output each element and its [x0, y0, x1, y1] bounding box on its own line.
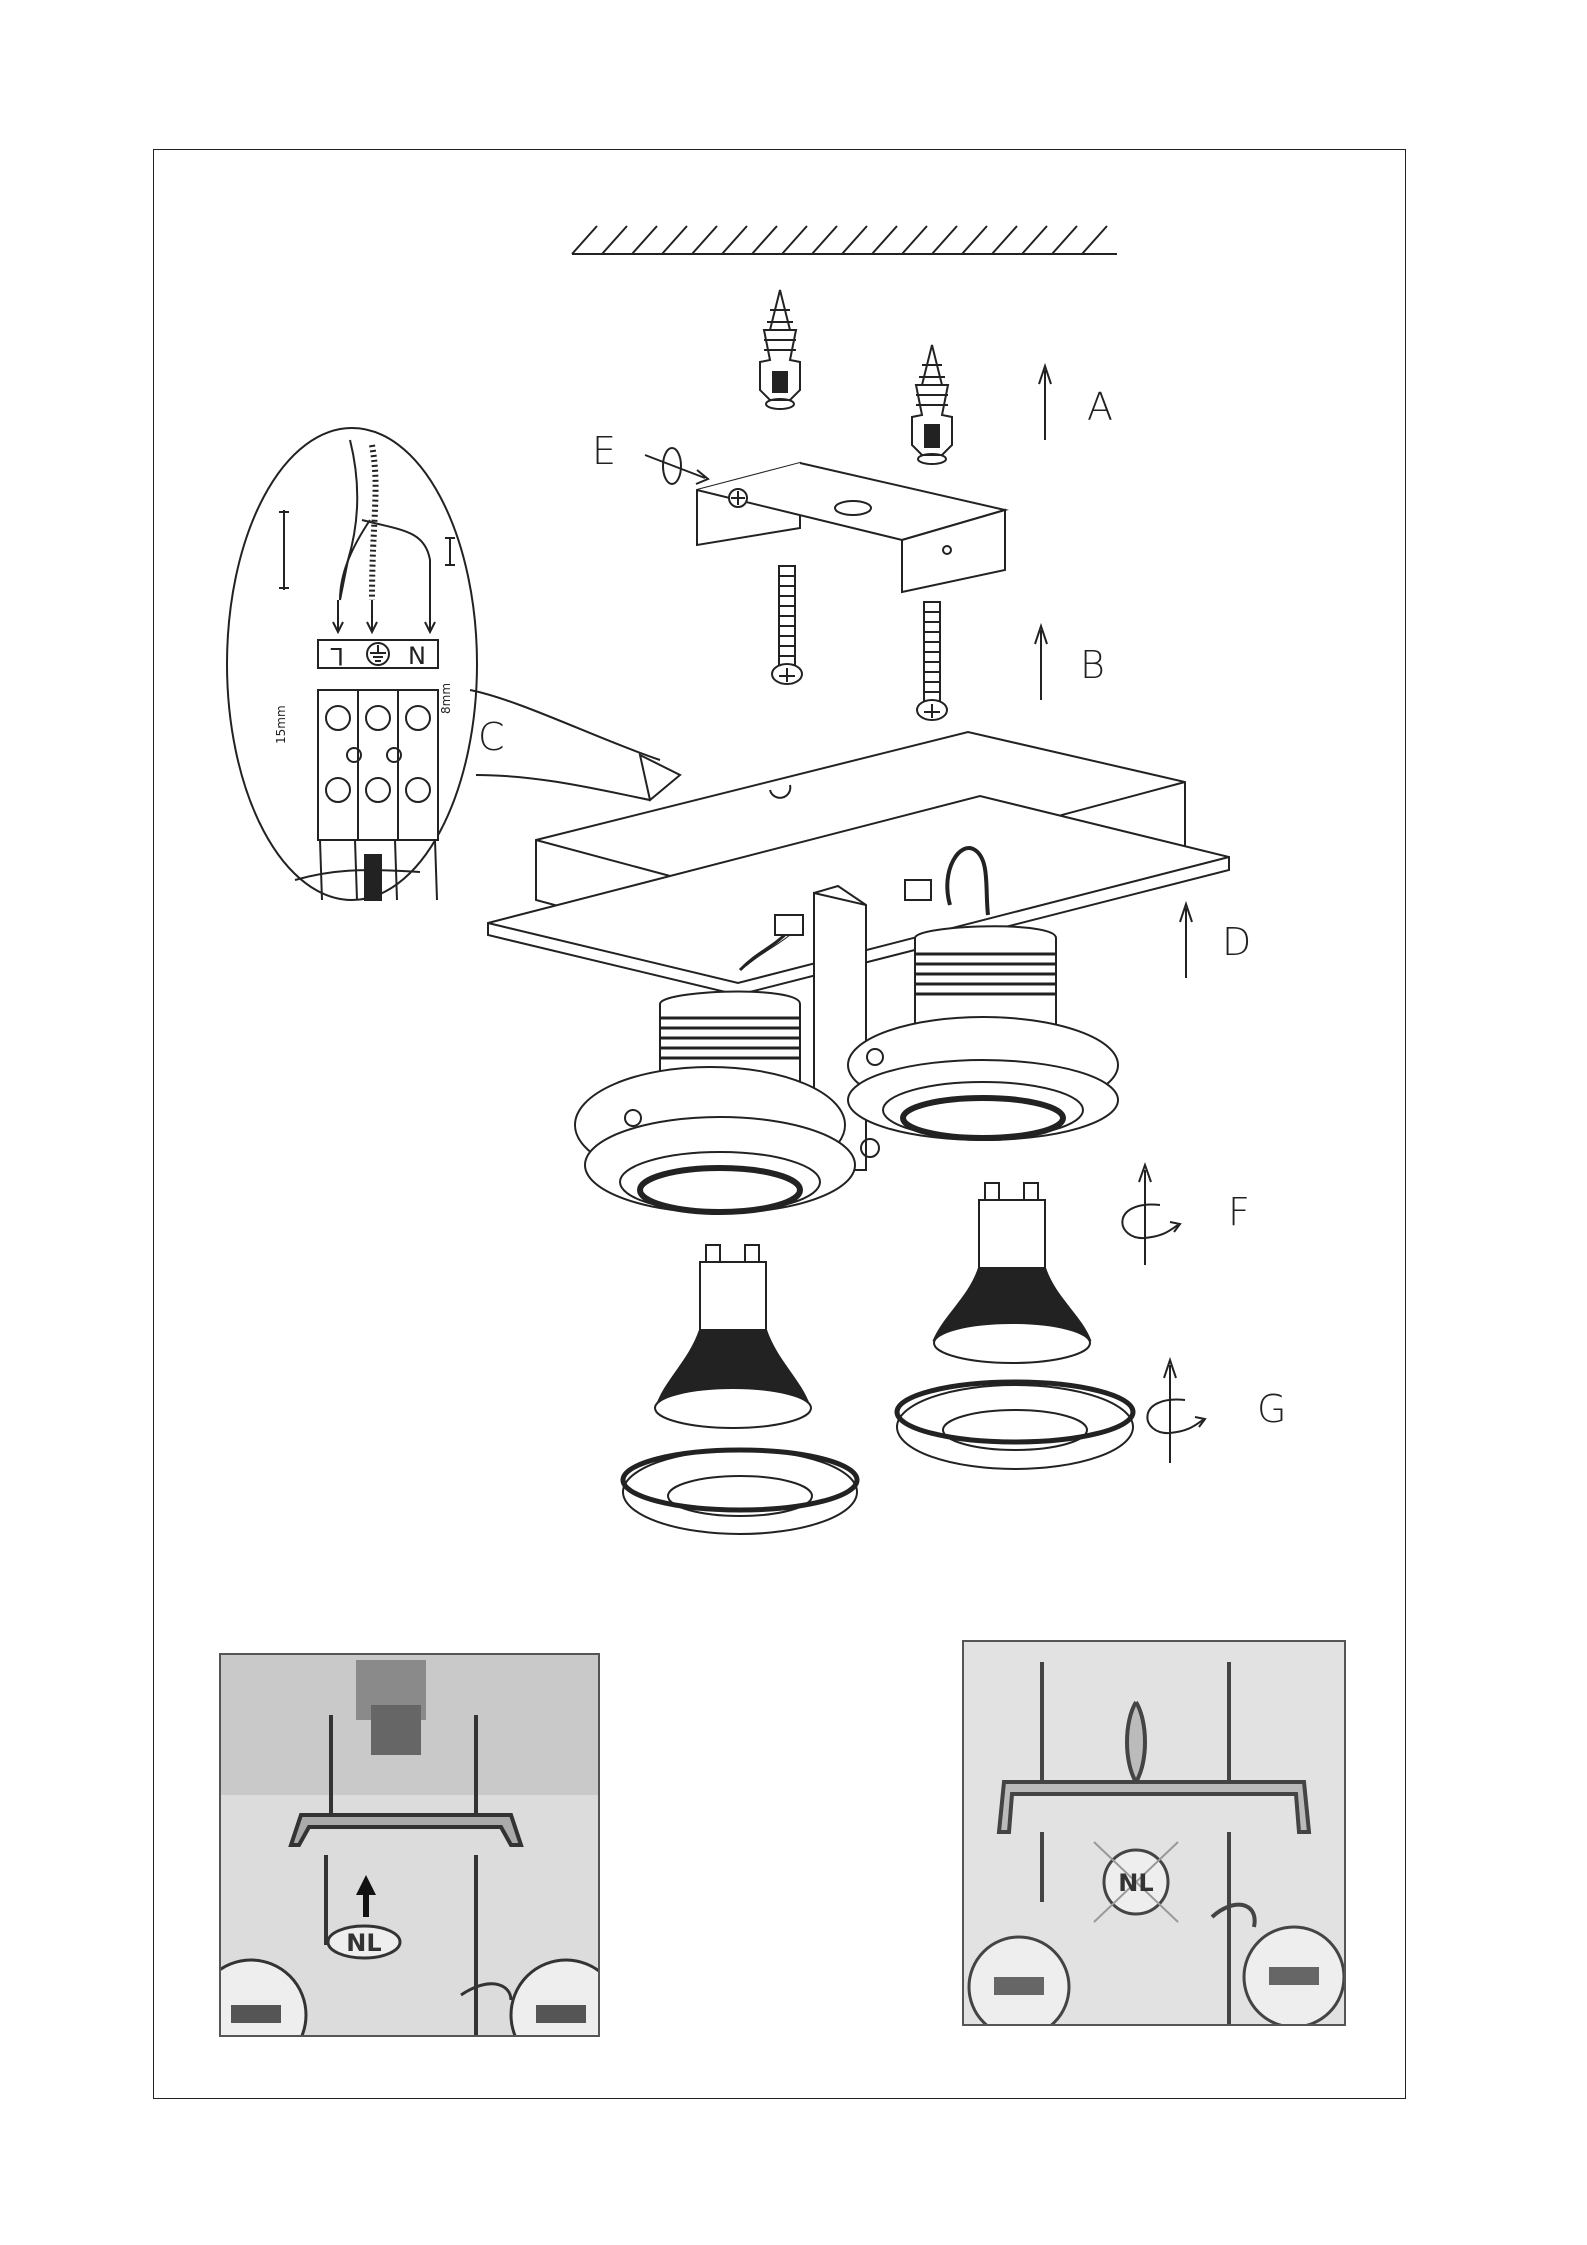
label-g: G: [1257, 1387, 1286, 1431]
dimension-8mm: 8mm: [439, 683, 453, 714]
label-d: D: [1222, 920, 1251, 964]
earth-ground-icon: [367, 643, 389, 665]
label-c: C: [478, 715, 505, 759]
gu10-bulb-right: [934, 1183, 1090, 1363]
arrow-a-icon: [1039, 366, 1051, 440]
rotate-g-icon: [1147, 1360, 1205, 1463]
terminal-label-n: N: [408, 642, 426, 670]
arrow-d-icon: [1180, 904, 1192, 978]
nl-badge-left: NL: [346, 1929, 381, 1957]
label-e: E: [592, 429, 616, 473]
dimension-15mm: 15mm: [274, 705, 288, 744]
label-f: F: [1228, 1190, 1250, 1234]
nl-badge-right: NL: [1118, 1869, 1153, 1897]
retaining-ring-left: [623, 1450, 857, 1534]
screw-right: [917, 602, 947, 720]
retaining-ring-right: [897, 1382, 1133, 1469]
wall-plug-left: [760, 290, 800, 409]
rotate-e-icon: [645, 448, 708, 484]
ceiling-hatch: [572, 226, 1117, 254]
screw-left: [772, 566, 802, 684]
terminal-label-l: L: [330, 642, 344, 670]
arrow-b-icon: [1035, 626, 1047, 700]
photo-mounting-left: NL: [219, 1653, 600, 2037]
rotate-f-icon: [1122, 1165, 1180, 1265]
mounting-bracket: [697, 463, 1005, 592]
photo-mounting-right: NL: [962, 1640, 1346, 2026]
label-a: A: [1087, 385, 1113, 429]
wall-plug-right: [912, 345, 952, 464]
label-b: B: [1080, 643, 1105, 687]
gu10-bulb-left: [655, 1245, 811, 1428]
